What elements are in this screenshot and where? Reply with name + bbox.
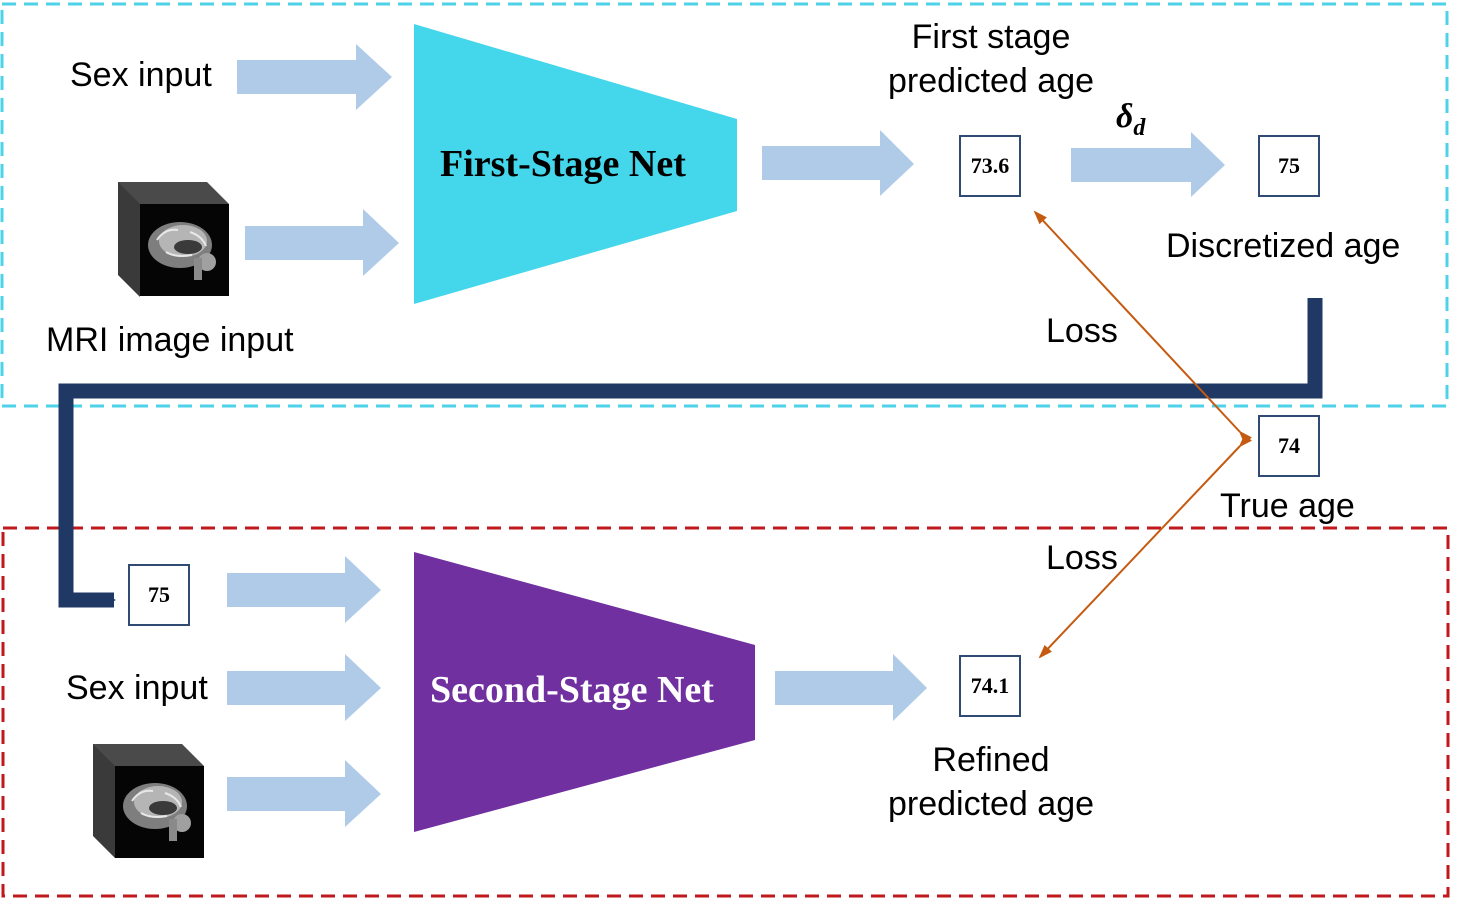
mri-input-label: MRI image input [46, 321, 294, 359]
mri-input-arrow-2 [227, 760, 381, 827]
second-stage-net-shape [414, 552, 755, 832]
discretized-value-box: 75 [1258, 135, 1320, 197]
brain-icon-2 [123, 783, 191, 841]
sex-input-arrow-1 [237, 44, 392, 110]
refined-predicted-title-line1: Refined [932, 741, 1050, 779]
discretized-age-label: Discretized age [1166, 227, 1401, 265]
true-age-label: True age [1220, 487, 1355, 525]
sex-input-label-1: Sex input [70, 56, 212, 94]
mri-cube-icon-1 [118, 182, 229, 297]
second-stage-discretized-input-box: 75 [128, 564, 190, 626]
first-stage-net-label: First-Stage Net [440, 143, 686, 185]
first-stage-predicted-title-line1: First stage [911, 18, 1071, 56]
mri-input-arrow-1 [245, 209, 399, 276]
discretized-feedback-connector [58, 298, 1323, 608]
first-stage-predicted-title-line2: predicted age [887, 62, 1095, 100]
mri-cube-icon-2 [93, 744, 204, 858]
sex-input-arrow-2 [227, 654, 381, 721]
loss-line-first-stage [1033, 210, 1252, 445]
loss-line-second-stage [1038, 433, 1252, 659]
brain-icon-1 [148, 222, 216, 280]
loss-label-top: Loss [1046, 312, 1118, 350]
sex-input-label-2: Sex input [66, 669, 208, 707]
discretized-input-arrow-2 [227, 556, 381, 623]
stage2-boundary [1, 526, 1450, 898]
refined-predicted-value-box: 74.1 [959, 655, 1021, 717]
net1-output-arrow [762, 130, 914, 196]
second-stage-net-label: Second-Stage Net [430, 669, 714, 711]
first-stage-net-shape [414, 24, 737, 304]
true-age-value-box: 74 [1258, 415, 1320, 477]
first-stage-predicted-value-box: 73.6 [959, 135, 1021, 197]
delta-d-symbol: δd [1116, 98, 1145, 142]
delta-subscript: d [1133, 114, 1146, 141]
discretize-arrow [1071, 132, 1225, 197]
loss-label-bottom: Loss [1046, 539, 1118, 577]
refined-predicted-title-line2: predicted age [887, 785, 1095, 823]
net2-output-arrow [775, 654, 927, 721]
delta-symbol: δ [1116, 98, 1134, 135]
